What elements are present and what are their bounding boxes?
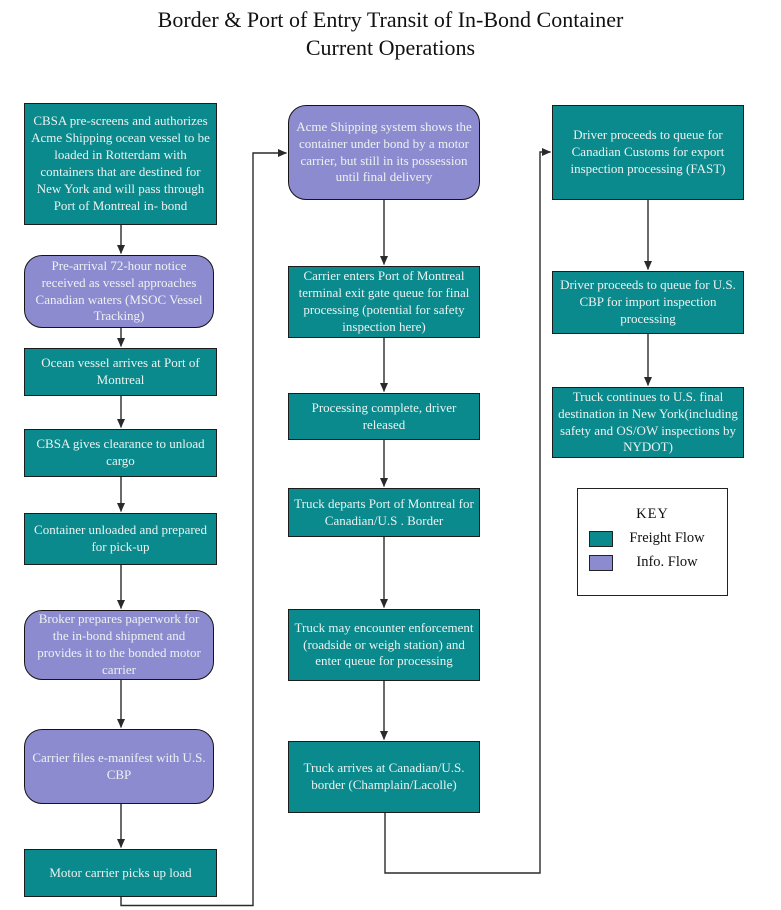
node-truck-departs-port: Truck departs Port of Montreal for Canad… xyxy=(288,488,480,537)
node-container-unloaded: Container unloaded and prepared for pick… xyxy=(24,513,217,565)
diagram-title: Border & Port of Entry Transit of In-Bon… xyxy=(0,6,781,62)
freight-flow-swatch xyxy=(589,530,613,547)
node-terminal-exit-gate: Carrier enters Port of Montreal terminal… xyxy=(288,266,480,338)
node-prearrival-notice: Pre-arrival 72-hour notice received as v… xyxy=(24,255,214,328)
node-truck-enforcement: Truck may encounter enforcement (roadsid… xyxy=(288,609,480,681)
legend-row-freight: Freight Flow xyxy=(589,530,727,547)
node-processing-complete: Processing complete, driver released xyxy=(288,393,480,440)
node-queue-us-cbp: Driver proceeds to queue for U.S. CBP fo… xyxy=(552,271,744,334)
node-cbsa-prescreens: CBSA pre-screens and authorizes Acme Shi… xyxy=(24,103,217,225)
node-motor-carrier-pickup: Motor carrier picks up load xyxy=(24,849,217,897)
info-flow-swatch xyxy=(589,554,613,571)
legend: KEY Freight Flow Info. Flow xyxy=(577,488,728,596)
node-carrier-emanifest: Carrier files e-manifest with U.S. CBP xyxy=(24,729,214,804)
node-cbsa-clearance: CBSA gives clearance to unload cargo xyxy=(24,429,217,477)
info-flow-label: Info. Flow xyxy=(636,554,698,570)
diagram-title-line2: Current Operations xyxy=(305,35,476,61)
node-queue-canadian-customs: Driver proceeds to queue for Canadian Cu… xyxy=(552,105,744,200)
legend-row-info: Info. Flow xyxy=(589,554,727,571)
node-truck-arrives-border: Truck arrives at Canadian/U.S. border (C… xyxy=(288,741,480,813)
node-broker-paperwork: Broker prepares paperwork for the in-bon… xyxy=(24,610,214,680)
diagram-title-line1: Border & Port of Entry Transit of In-Bon… xyxy=(157,7,624,32)
node-vessel-arrives: Ocean vessel arrives at Port of Montreal xyxy=(24,348,217,396)
legend-title: KEY xyxy=(636,506,669,522)
node-acme-system-shows: Acme Shipping system shows the container… xyxy=(288,105,480,200)
freight-flow-label: Freight Flow xyxy=(629,530,705,546)
node-truck-final-destination: Truck continues to U.S. final destinatio… xyxy=(552,387,744,458)
